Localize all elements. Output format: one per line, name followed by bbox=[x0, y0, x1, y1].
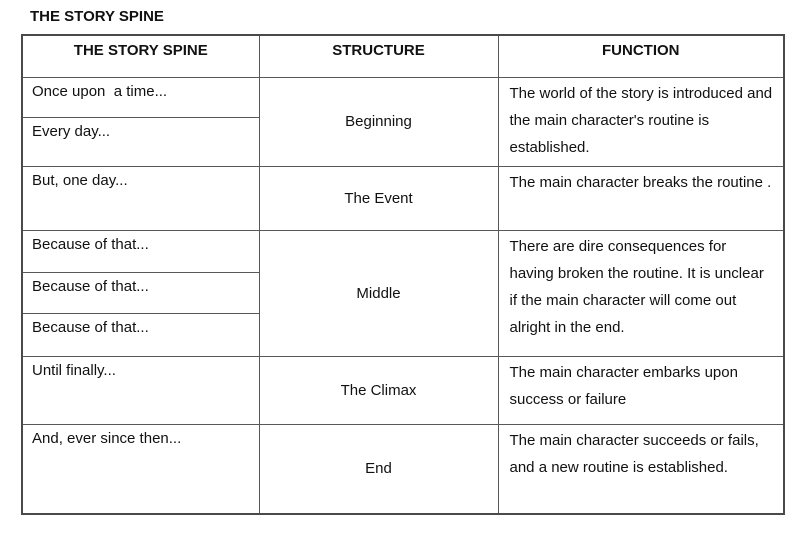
spine-cell-because-of-that-2: Because of that... bbox=[21, 271, 260, 314]
spine-cell-because-of-that-1: Because of that... bbox=[21, 229, 260, 273]
column-header-function: FUNCTION bbox=[497, 34, 785, 78]
structure-cell-the-event: The Event bbox=[258, 165, 499, 231]
table-row: Because of that... Middle There are dire… bbox=[21, 229, 785, 357]
table-row: Every day... bbox=[21, 116, 784, 167]
spine-cell-but-one-day: But, one day... bbox=[21, 165, 260, 231]
spine-cell-every-day: Every day... bbox=[21, 116, 260, 167]
structure-cell-middle: Middle bbox=[258, 229, 499, 357]
table-row: Because of that... bbox=[21, 271, 784, 314]
function-cell-end: The main character succeeds or fails, an… bbox=[497, 423, 785, 515]
function-cell-the-event: The main character breaks the routine . bbox=[497, 165, 785, 231]
table-row: But, one day... The Event The main chara… bbox=[21, 165, 785, 231]
structure-cell-beginning: Beginning bbox=[258, 76, 499, 167]
table-row: Until finally... The Climax The main cha… bbox=[21, 355, 785, 425]
structure-cell-the-climax: The Climax bbox=[258, 355, 499, 425]
column-header-structure: STRUCTURE bbox=[258, 34, 499, 78]
function-cell-beginning: The world of the story is introduced and… bbox=[497, 76, 785, 167]
table-header-row: THE STORY SPINE STRUCTURE FUNCTION bbox=[21, 34, 785, 78]
structure-cell-end: End bbox=[258, 423, 499, 515]
page-title: THE STORY SPINE bbox=[30, 8, 164, 25]
story-spine-table: THE STORY SPINE STRUCTURE FUNCTION Once … bbox=[21, 34, 785, 515]
spine-cell-because-of-that-3: Because of that... bbox=[21, 312, 260, 357]
table-row: Because of that... bbox=[21, 312, 784, 357]
spine-cell-and-ever-since-then: And, ever since then... bbox=[21, 423, 260, 515]
column-header-story-spine: THE STORY SPINE bbox=[21, 34, 260, 78]
table-row: And, ever since then... End The main cha… bbox=[21, 423, 785, 515]
function-cell-middle: There are dire consequences for having b… bbox=[497, 229, 785, 357]
table-row: Once upon a time... Beginning The world … bbox=[21, 76, 785, 167]
function-cell-the-climax: The main character embarks upon success … bbox=[497, 355, 785, 425]
spine-cell-once-upon-a-time: Once upon a time... bbox=[21, 76, 260, 118]
spine-cell-until-finally: Until finally... bbox=[21, 355, 260, 425]
